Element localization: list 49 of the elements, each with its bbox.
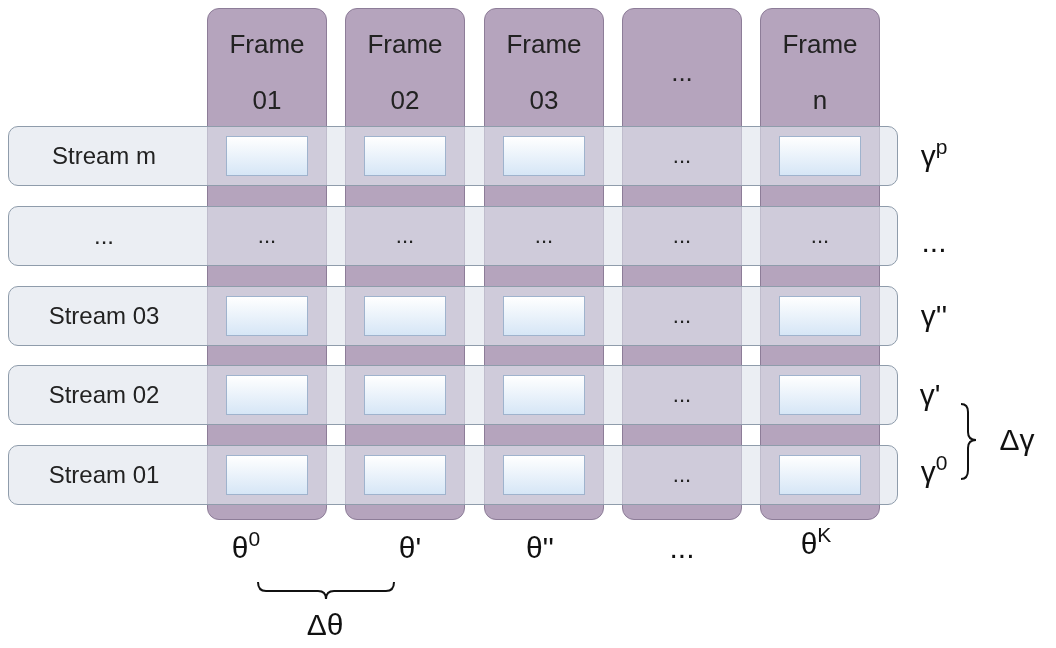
ellipsis-text: ... — [672, 462, 692, 488]
ellipsis-text: ... — [257, 223, 277, 249]
frame-cell — [364, 136, 446, 176]
frame-cell — [226, 136, 308, 176]
axis-symbol: θ$^{0}$ — [231, 531, 261, 565]
frame-heading: ... — [670, 56, 694, 89]
frame-cell — [364, 375, 446, 415]
frame-cell — [226, 455, 308, 495]
frame-heading: Frame 01 — [228, 28, 306, 117]
axis-symbol: θ'' — [525, 531, 555, 565]
ellipsis-text: ... — [672, 143, 692, 169]
axis-symbol: θ$^{K}$ — [800, 527, 832, 561]
axis-symbol: ... — [669, 531, 695, 565]
stream-row — [8, 206, 898, 266]
frame-column — [622, 8, 742, 520]
stream-label: ... — [93, 221, 115, 251]
axis-symbol: Δθ — [306, 608, 344, 642]
axis-symbol: ... — [921, 225, 947, 259]
frame-cell — [779, 136, 861, 176]
frame-cell — [364, 455, 446, 495]
frame-cell — [503, 296, 585, 336]
frame-cell — [779, 375, 861, 415]
frame-cell — [226, 375, 308, 415]
ellipsis-text: ... — [672, 223, 692, 249]
frame-cell — [226, 296, 308, 336]
ellipsis-text: ... — [672, 303, 692, 329]
axis-symbol: Δγ — [999, 423, 1035, 457]
frame-cell — [503, 375, 585, 415]
axis-symbol: γ$^{p}$ — [920, 139, 948, 173]
ellipsis-text: ... — [395, 223, 415, 249]
frame-cell — [503, 455, 585, 495]
frame-cell — [779, 296, 861, 336]
ellipsis-text: ... — [534, 223, 554, 249]
axis-symbol: θ' — [398, 531, 422, 565]
stream-label: Stream m — [51, 141, 157, 171]
axis-symbol: γ' — [919, 378, 941, 412]
frame-heading: Frame n — [781, 28, 859, 117]
stream-label: Stream 02 — [47, 380, 161, 410]
axis-symbol: γ'' — [920, 299, 948, 333]
frame-cell — [779, 455, 861, 495]
frame-cell — [503, 136, 585, 176]
stream-label: Stream 03 — [47, 301, 161, 331]
stream-label: Stream 01 — [47, 460, 161, 490]
ellipsis-text: ... — [810, 223, 830, 249]
ellipsis-text: ... — [672, 382, 692, 408]
frame-heading: Frame 03 — [505, 28, 583, 117]
frame-heading: Frame 02 — [366, 28, 444, 117]
axis-symbol: γ$^{0}$ — [920, 455, 948, 489]
frame-cell — [364, 296, 446, 336]
